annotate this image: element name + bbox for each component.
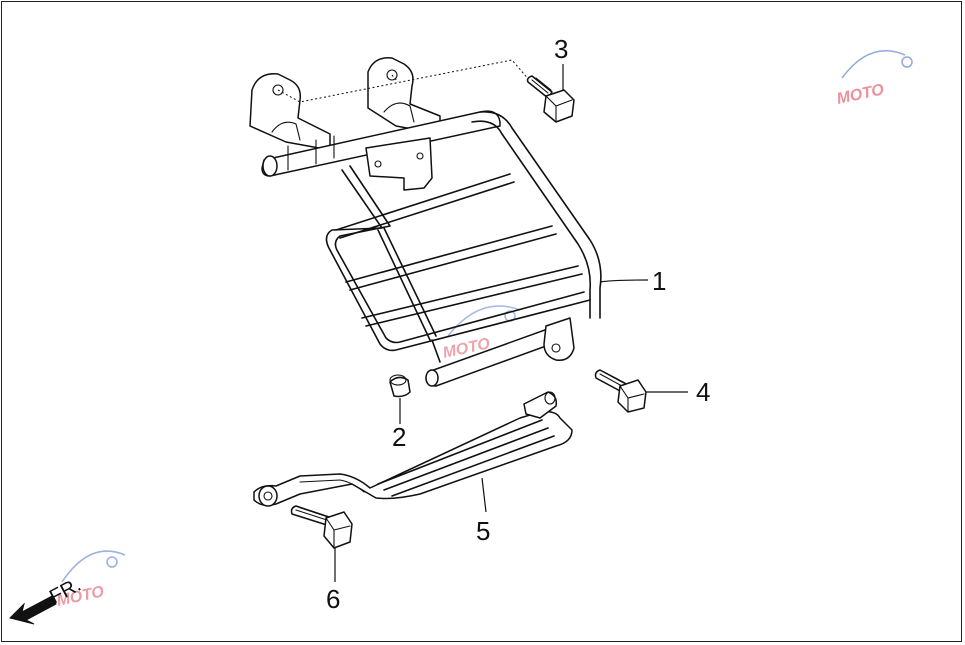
callout-3: 3 [554, 34, 568, 64]
callout-4: 4 [696, 377, 710, 407]
svg-text:MOTO: MOTO [835, 81, 886, 108]
callout-5: 5 [476, 516, 490, 546]
part-6-flange-bolt [290, 505, 353, 549]
leader-1 [599, 279, 649, 283]
part-2-cap [389, 374, 411, 398]
front-direction-arrow: FR. [9, 574, 85, 625]
part-5-support-bar [253, 391, 573, 507]
part-3-flange-bolt [526, 75, 575, 123]
callout-2: 2 [392, 422, 406, 452]
callout-1: 1 [652, 266, 666, 296]
part-1-carrier-rack [249, 57, 602, 387]
callout-6: 6 [326, 584, 340, 614]
part-4-flange-bolt [594, 369, 647, 413]
watermark-top-right: MOTO [835, 50, 913, 108]
leader-5 [481, 477, 487, 513]
alignment-line-2 [391, 74, 399, 83]
